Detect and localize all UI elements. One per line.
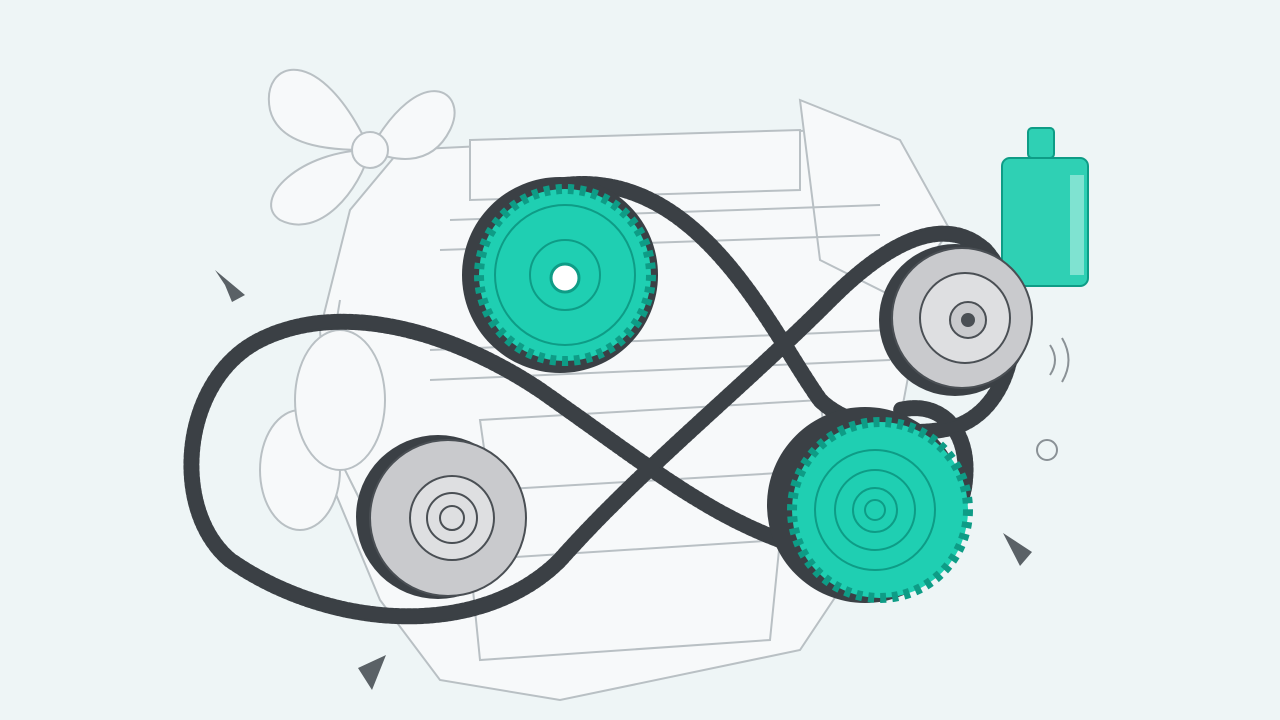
crankshaft-sprocket (767, 407, 973, 603)
fan-sketch (267, 68, 456, 226)
motion-sparks (215, 270, 1032, 690)
camshaft-sprocket (462, 177, 658, 373)
tensioner-pulley (356, 435, 527, 599)
vibration-lines (1036, 337, 1070, 461)
coolant-bottle (1001, 127, 1089, 287)
idler-pulley (879, 244, 1033, 396)
